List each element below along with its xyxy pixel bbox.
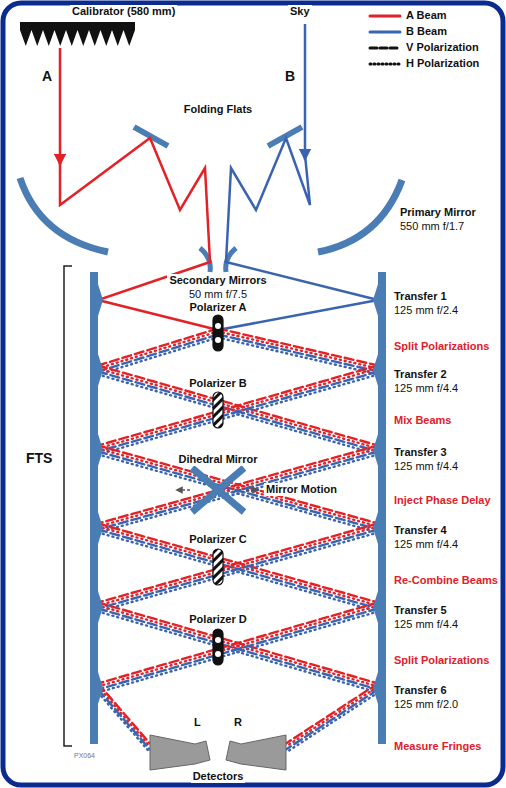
part-label: Primary Mirror bbox=[398, 206, 478, 219]
step-note: Inject Phase Delay bbox=[392, 494, 493, 507]
legend-text: B Beam bbox=[406, 25, 447, 38]
part-label: 125 mm f/4.4 bbox=[392, 618, 460, 631]
fts-bracket bbox=[64, 266, 72, 746]
legend-samples bbox=[370, 16, 400, 64]
input-beams bbox=[60, 24, 378, 330]
part-label: 125 mm f/2.4 bbox=[392, 304, 460, 317]
fts-beams bbox=[98, 329, 378, 753]
dihedral-mirror bbox=[176, 468, 259, 512]
detectors bbox=[150, 735, 286, 770]
part-label: Detectors bbox=[191, 770, 246, 783]
part-label: 550 mm f/1.7 bbox=[398, 220, 466, 233]
part-label: Polarizer C bbox=[187, 533, 248, 546]
legend-sample bbox=[370, 31, 400, 34]
part-label: Transfer 3 bbox=[392, 446, 449, 459]
part-label: Transfer 2 bbox=[392, 368, 449, 381]
part-label: A bbox=[40, 68, 54, 84]
part-label: Mirror Motion bbox=[264, 483, 339, 496]
part-label: Dihedral Mirror bbox=[177, 453, 260, 466]
step-note: Mix Beams bbox=[392, 414, 453, 427]
part-label: Transfer 4 bbox=[392, 524, 449, 537]
legend-text: H Polarization bbox=[406, 57, 479, 70]
part-label: 125 mm f/4.4 bbox=[392, 460, 460, 473]
part-label: Folding Flats bbox=[182, 103, 254, 116]
part-label: Polarizer D bbox=[187, 613, 248, 626]
part-label: Secondary Mirrors bbox=[167, 274, 268, 287]
legend-sample bbox=[370, 47, 400, 50]
step-note: Split Polarizations bbox=[392, 654, 491, 667]
part-label: FTS bbox=[24, 450, 54, 466]
step-note: Split Polarizations bbox=[392, 340, 491, 353]
legend-sample bbox=[370, 63, 400, 66]
part-label: 125 mm f/2.0 bbox=[392, 698, 460, 711]
legend-text: V Polarization bbox=[406, 41, 479, 54]
part-label: B bbox=[283, 68, 297, 84]
part-label: Transfer 6 bbox=[392, 684, 449, 697]
part-label: 125 mm f/4.4 bbox=[392, 538, 460, 551]
legend-text: A Beam bbox=[406, 9, 447, 22]
part-label: Polarizer B bbox=[187, 377, 248, 390]
part-label: R bbox=[232, 716, 244, 729]
part-label: Polarizer A bbox=[187, 301, 248, 314]
part-label: PX064 bbox=[72, 752, 97, 760]
step-note: Re-Combine Beams bbox=[392, 574, 500, 587]
part-label: Transfer 1 bbox=[392, 290, 449, 303]
transfer-mirrors bbox=[90, 272, 386, 744]
part-label: L bbox=[192, 716, 203, 729]
part-label: Calibrator (580 mm) bbox=[70, 5, 177, 18]
step-note: Measure Fringes bbox=[392, 740, 483, 753]
part-label: Sky bbox=[288, 5, 312, 18]
telescope-mirrors bbox=[20, 127, 402, 272]
frame bbox=[3, 3, 503, 785]
legend-sample bbox=[370, 15, 400, 18]
part-label: Transfer 5 bbox=[392, 604, 449, 617]
calibrator-comb bbox=[20, 22, 135, 46]
part-label: 50 mm f/7.5 bbox=[187, 288, 249, 301]
part-label: 125 mm f/4.4 bbox=[392, 382, 460, 395]
